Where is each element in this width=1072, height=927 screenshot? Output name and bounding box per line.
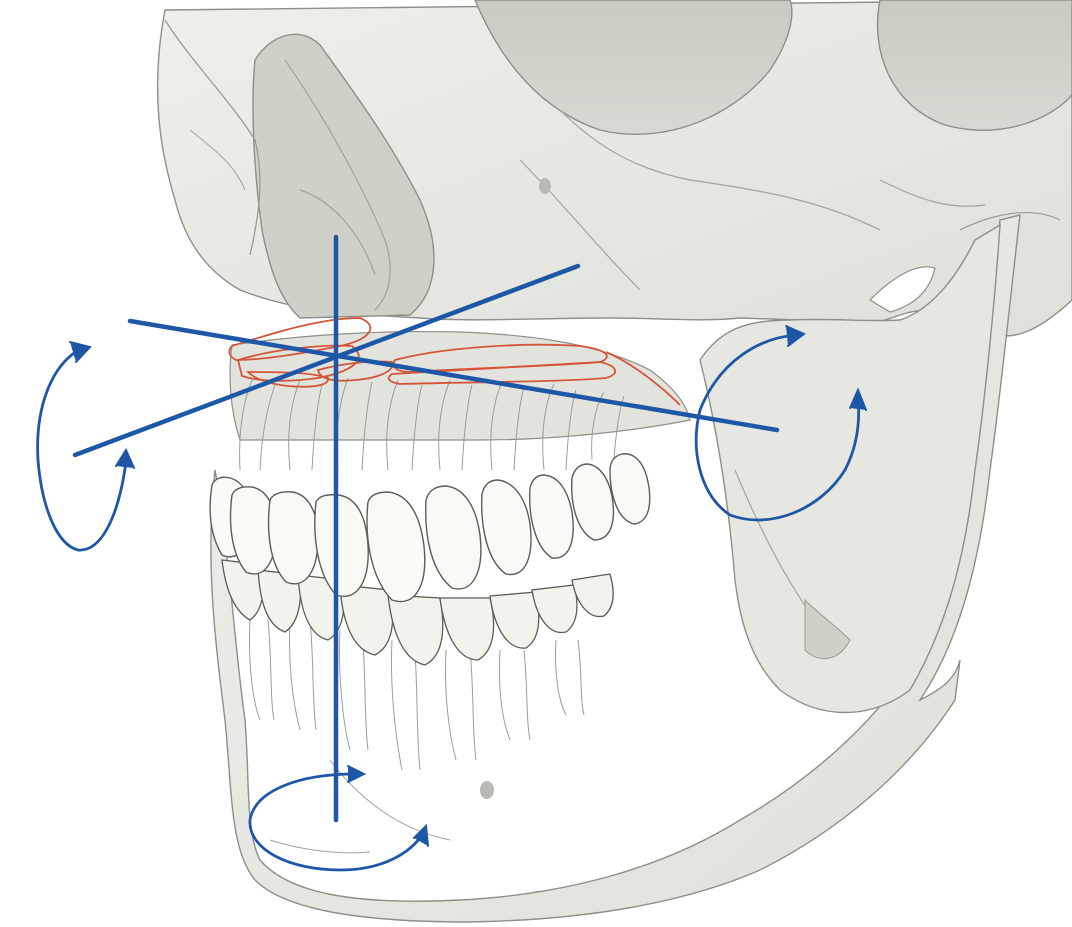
yaw-arrow-bottom xyxy=(250,766,428,870)
pitch-arrow-left xyxy=(38,342,134,550)
cranium xyxy=(158,0,1072,336)
